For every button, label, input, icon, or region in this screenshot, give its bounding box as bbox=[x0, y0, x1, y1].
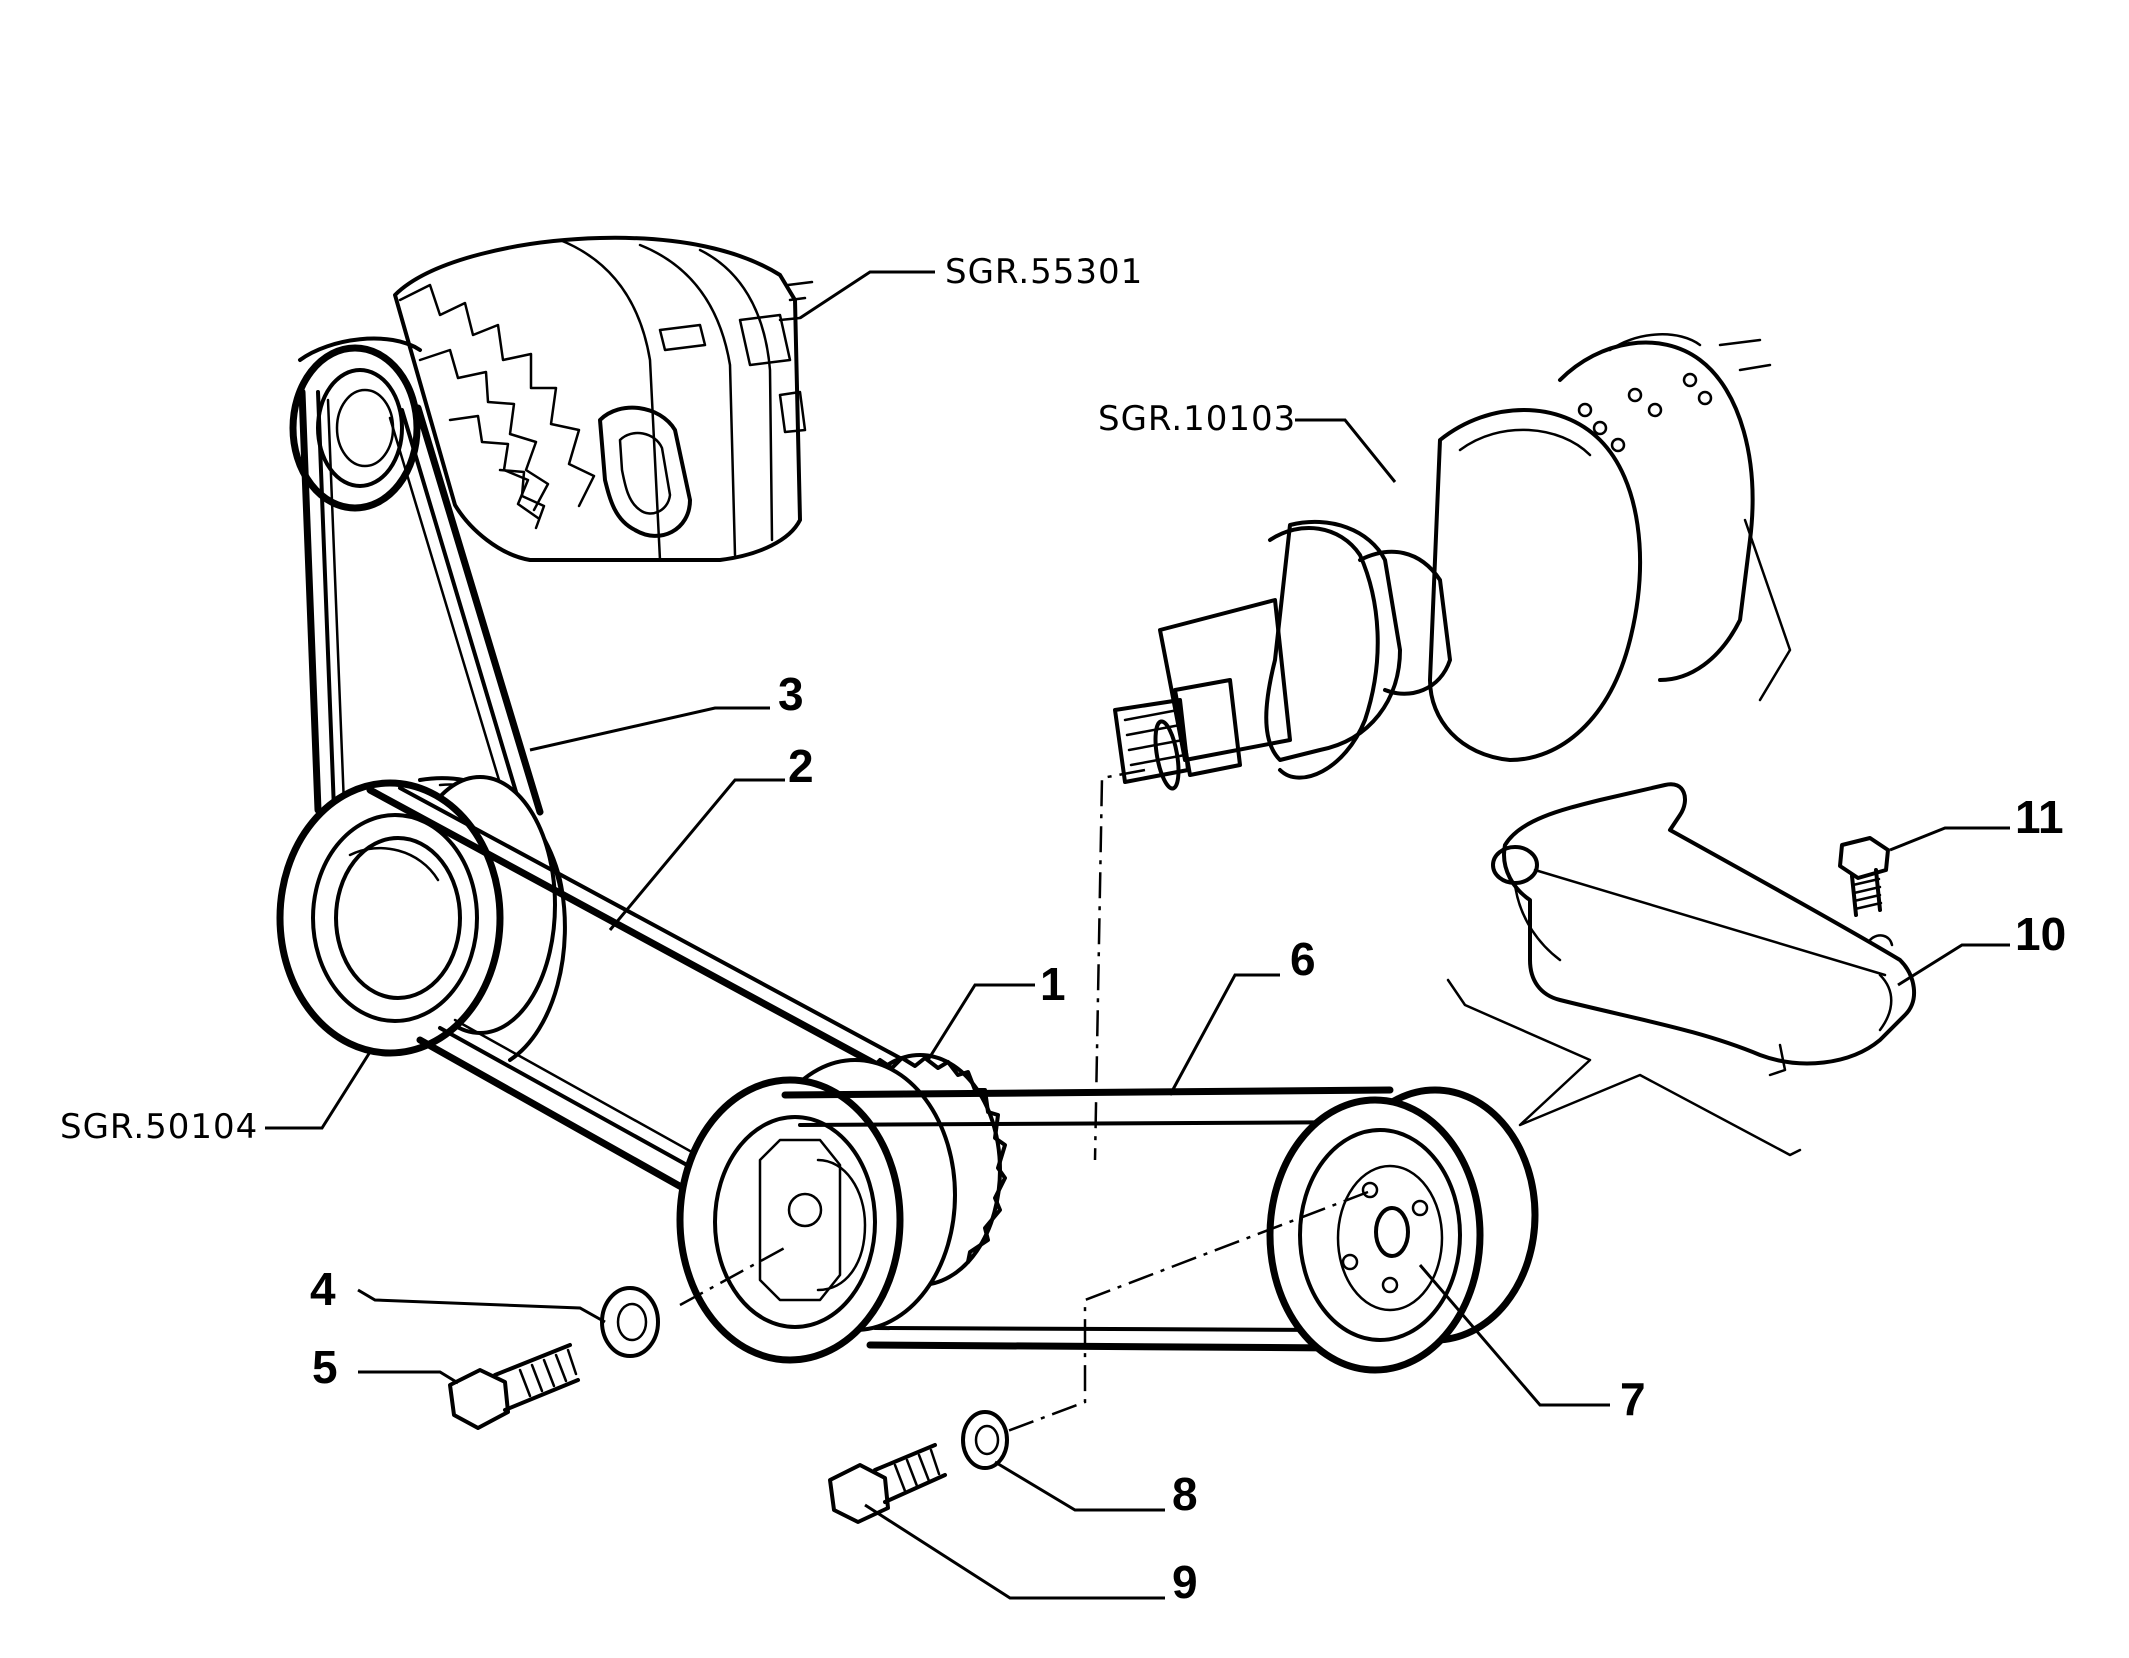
tensioner-bracket bbox=[1491, 782, 1917, 1077]
callout-4: 4 bbox=[310, 1263, 336, 1315]
callout-8: 8 bbox=[1172, 1468, 1198, 1520]
leader-ref-crankshaft bbox=[1295, 418, 1397, 483]
axis-line-bolt-5 bbox=[679, 1243, 791, 1307]
ref-crankshaft: SGR.10103 bbox=[1098, 399, 1296, 439]
callout-10: 10 bbox=[2015, 908, 2066, 960]
callout-5: 5 bbox=[312, 1341, 338, 1393]
leader-1 bbox=[926, 983, 1035, 1061]
crankshaft bbox=[1113, 333, 1792, 791]
alternator bbox=[393, 235, 814, 562]
crankshaft-pulley bbox=[676, 1053, 1007, 1364]
leader-10 bbox=[1897, 943, 2010, 987]
callout-6: 6 bbox=[1290, 933, 1316, 985]
bolt-11 bbox=[1838, 836, 1890, 917]
leader-8 bbox=[994, 1460, 1165, 1512]
callout-1: 1 bbox=[1040, 958, 1066, 1010]
callout-2: 2 bbox=[788, 740, 814, 792]
leader-3 bbox=[529, 706, 770, 752]
washer-8 bbox=[961, 1410, 1009, 1470]
axis-line-crankshaft bbox=[1093, 768, 1146, 1161]
callout-3: 3 bbox=[778, 668, 804, 720]
leader-ref-pump-pulley bbox=[265, 1051, 372, 1130]
alternator-pulley bbox=[289, 336, 422, 512]
assembly-guide-lines bbox=[1446, 978, 1802, 1157]
leader-2 bbox=[608, 778, 785, 931]
axis-line-idler bbox=[1004, 1190, 1369, 1434]
pump-pulley bbox=[276, 775, 567, 1062]
leader-ref-alternator bbox=[799, 270, 935, 320]
leader-11 bbox=[1889, 826, 2010, 852]
belt-6 bbox=[781, 1086, 1394, 1352]
leader-7 bbox=[1418, 1264, 1610, 1407]
leader-4 bbox=[357, 1288, 606, 1324]
leader-6 bbox=[1168, 973, 1280, 1096]
bolt-5 bbox=[448, 1343, 580, 1430]
callout-11: 11 bbox=[2015, 791, 2064, 843]
leader-5 bbox=[358, 1370, 459, 1385]
callout-9: 9 bbox=[1172, 1556, 1198, 1608]
washer-4 bbox=[600, 1286, 660, 1358]
idler-pulley-7 bbox=[1266, 1086, 1539, 1374]
alternator-belt bbox=[298, 388, 544, 816]
callout-7: 7 bbox=[1620, 1373, 1646, 1425]
bolt-9 bbox=[828, 1443, 947, 1524]
ref-pump-pulley: SGR.50104 bbox=[60, 1107, 258, 1147]
leader-9 bbox=[864, 1503, 1165, 1600]
ref-alternator: SGR.55301 bbox=[945, 252, 1143, 292]
